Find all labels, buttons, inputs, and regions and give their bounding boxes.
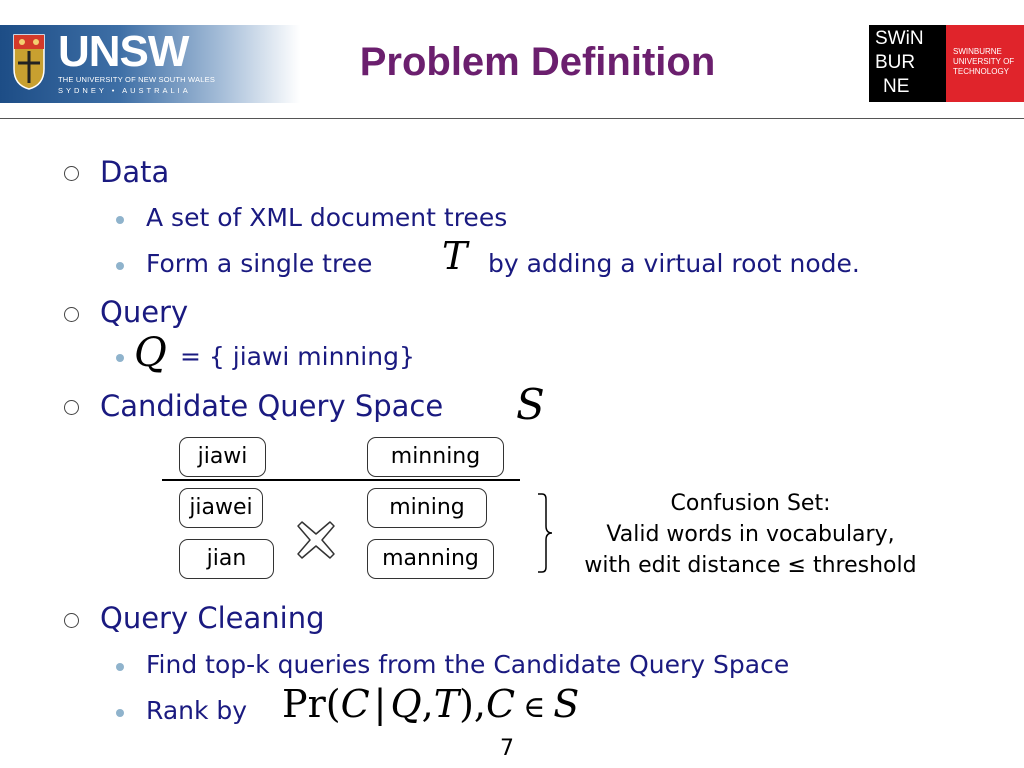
bullet-data-label: Data <box>100 155 170 189</box>
page-number: 7 <box>500 736 514 761</box>
candidate-word-box: jiawi <box>179 437 266 477</box>
query-underline <box>162 479 520 481</box>
swinburne-mark: SWiN BUR NE <box>869 25 946 102</box>
confusion-set-line: with edit distance ≤ threshold <box>584 553 917 578</box>
bullet-text: Find top-k queries from the Candidate Qu… <box>146 650 790 679</box>
swinburne-name-line: UNIVERSITY OF <box>953 57 1015 66</box>
confusion-set-note: Confusion Set: Valid words in vocabulary… <box>553 488 948 581</box>
unsw-logo: UNSW THE UNIVERSITY OF NEW SOUTH WALES S… <box>0 25 300 103</box>
bullet-query-label: Query <box>100 295 189 329</box>
swinburne-name-line: TECHNOLOGY <box>953 67 1010 76</box>
bullet-text: = { jiawi minning} <box>180 342 415 371</box>
math-tree-symbol: T <box>442 234 468 278</box>
formula-given-bar: | <box>373 682 387 726</box>
confusion-set-line: Valid words in vocabulary, <box>606 522 895 547</box>
confusion-set-line: Confusion Set: <box>670 491 831 516</box>
formula-c: C <box>340 682 370 726</box>
candidate-word-box: jiawei <box>179 488 263 528</box>
level1-bullet-icon <box>64 400 79 415</box>
level2-bullet-icon <box>116 216 124 224</box>
unsw-crest-icon <box>13 34 45 90</box>
math-space-symbol: S <box>516 380 545 429</box>
bullet-text: Form a single tree <box>146 249 373 278</box>
candidate-word-box: mining <box>367 488 487 528</box>
formula-t: T <box>433 682 460 726</box>
unsw-wordmark: UNSW <box>58 27 189 76</box>
formula-close-paren: ) <box>459 682 474 726</box>
level1-bullet-icon <box>64 166 79 181</box>
formula-s: S <box>553 682 580 726</box>
level2-bullet-icon <box>116 354 124 362</box>
cross-product-icon <box>297 521 335 559</box>
bullet-text: A set of XML document trees <box>146 203 508 232</box>
math-query-symbol: Q <box>134 330 167 376</box>
formula-pr: Pr( <box>282 682 341 726</box>
formula-comma: , <box>421 682 434 726</box>
level1-bullet-icon <box>64 613 79 628</box>
unsw-subtitle: THE UNIVERSITY OF NEW SOUTH WALES <box>58 75 216 84</box>
level1-bullet-icon <box>64 307 79 322</box>
level2-bullet-icon <box>116 262 124 270</box>
level2-bullet-icon <box>116 709 124 717</box>
candidate-word-box: jian <box>179 539 274 579</box>
swinburne-mark-line: SWiN <box>875 28 924 49</box>
formula-comma: , <box>473 682 486 726</box>
confusion-bracket-icon <box>538 493 553 573</box>
bullet-cleaning-label: Query Cleaning <box>100 601 325 635</box>
unsw-location: SYDNEY • AUSTRALIA <box>58 86 191 95</box>
swinburne-mark-line: BUR <box>875 52 916 73</box>
formula-element-of: ∈ <box>523 690 546 725</box>
swinburne-name-line: SWINBURNE <box>953 47 1002 56</box>
slide-title: Problem Definition <box>359 40 716 84</box>
formula-c2: C <box>485 682 516 726</box>
level2-bullet-icon <box>116 663 124 671</box>
bullet-text: by adding a virtual root node. <box>488 249 860 278</box>
formula-q: Q <box>390 682 422 726</box>
ranking-formula: Pr(C|Q,T),C∈S <box>282 682 579 726</box>
candidate-word-box: minning <box>367 437 504 477</box>
bullet-candidate-label: Candidate Query Space <box>100 389 444 423</box>
candidate-word-box: manning <box>367 539 494 579</box>
swinburne-name-panel <box>946 25 1024 102</box>
swinburne-mark-line: NE <box>883 76 910 97</box>
bullet-text: Rank by <box>146 696 248 725</box>
header-divider <box>0 118 1024 119</box>
swinburne-logo: SWiN BUR NE SWINBURNE UNIVERSITY OF TECH… <box>869 25 1024 102</box>
